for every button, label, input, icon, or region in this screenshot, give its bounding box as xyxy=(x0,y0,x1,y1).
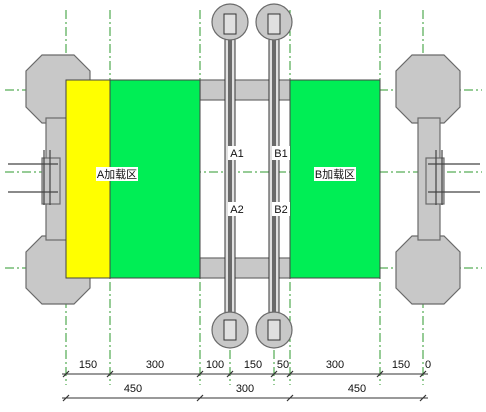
right-bearing-plate xyxy=(425,157,445,205)
a-zone-label-background xyxy=(96,167,138,181)
right-steel-strand xyxy=(268,21,280,339)
support-a2-label: A2 xyxy=(230,204,243,216)
dim-bottom-3: 450 xyxy=(348,383,366,395)
support-b2-label: B2 xyxy=(274,204,287,216)
dim-top-6: 300 xyxy=(326,359,344,371)
dimension-text-bottom-row: 450 300 450 xyxy=(124,383,366,395)
dimension-lines xyxy=(62,370,428,402)
dim-bottom-2: 300 xyxy=(236,383,254,395)
support-points: A1 A2 B1 B2 xyxy=(228,146,290,216)
a-zone-label: A加载区 xyxy=(97,168,137,181)
support-a1-label: A1 xyxy=(230,148,243,160)
b-zone-label-background xyxy=(314,167,356,181)
right-reaction-frame xyxy=(395,54,480,305)
dimension-text-top-row: 150 300 100 150 50 300 150 0 xyxy=(79,359,431,371)
dim-top-4: 150 xyxy=(244,359,262,371)
anchor-circles xyxy=(211,3,293,349)
dim-top-7: 150 xyxy=(392,359,410,371)
support-b1-label: B1 xyxy=(274,148,287,160)
dim-top-1: 150 xyxy=(79,359,97,371)
left-steel-strand xyxy=(224,21,236,339)
b-zone-label: B加载区 xyxy=(315,168,355,181)
dim-top-2: 300 xyxy=(146,359,164,371)
dim-top-5: 50 xyxy=(277,359,289,371)
right-bottom-anchor-block xyxy=(395,235,461,305)
dim-top-3: 100 xyxy=(206,359,224,371)
left-bearing-plate xyxy=(41,157,61,205)
dim-top-8: 0 xyxy=(425,359,431,371)
dim-bottom-1: 450 xyxy=(124,383,142,395)
right-top-anchor-block xyxy=(395,54,461,124)
